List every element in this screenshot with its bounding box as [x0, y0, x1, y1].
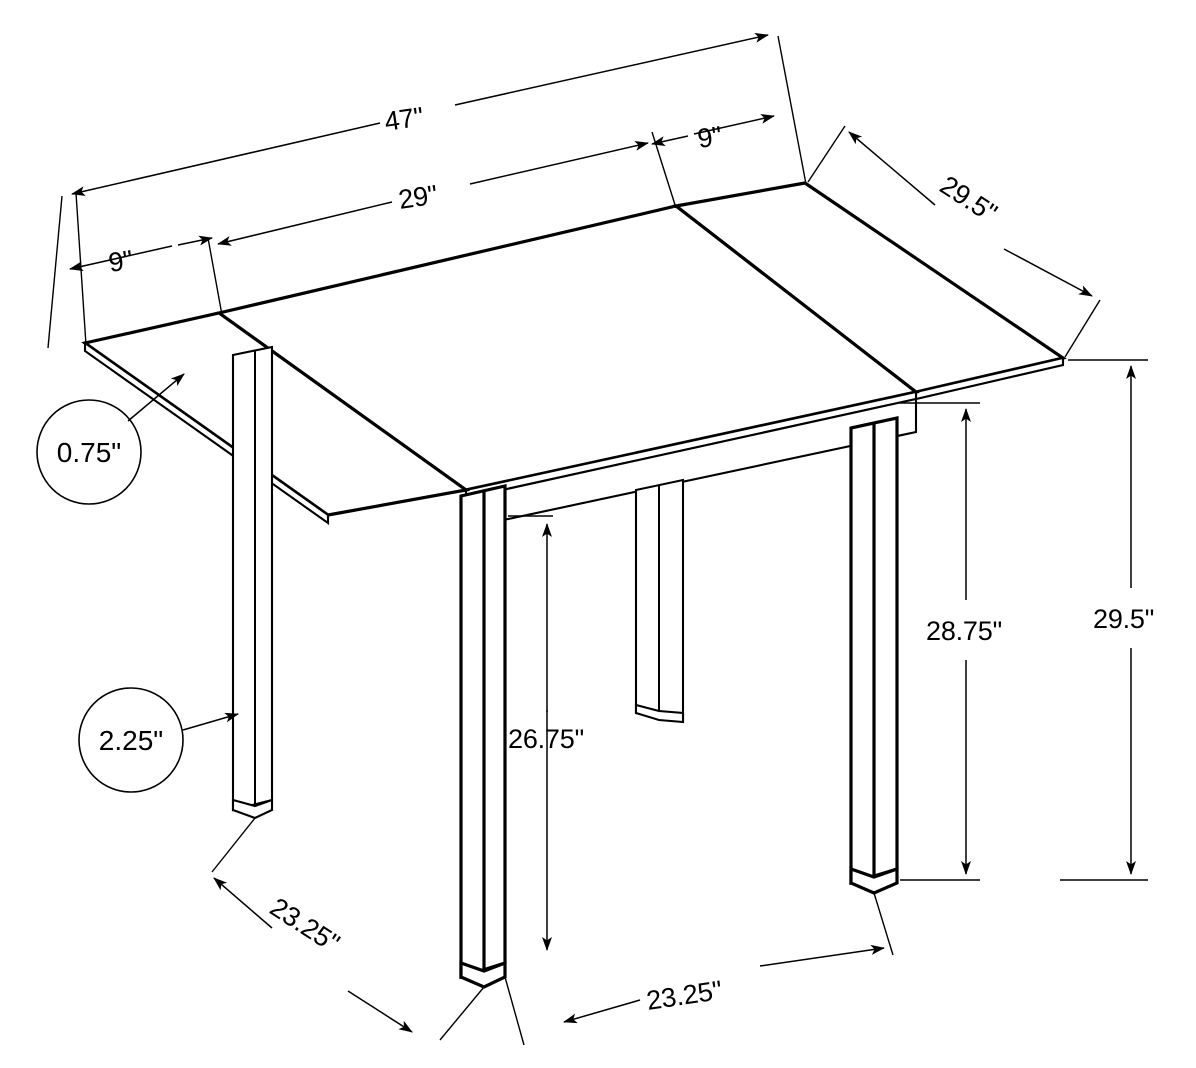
front-left-leg [459, 483, 507, 989]
front-right-leg [849, 416, 899, 895]
callout-top-thickness: 0.75" [36, 373, 185, 505]
dim-line-depth-b [1003, 248, 1093, 297]
dim-line-47-right [454, 32, 769, 106]
dim-label-left-leaf-width: 9" [106, 245, 134, 278]
dim-apron-clearance: 26.75" [508, 515, 584, 951]
dim-line-9-left-b [177, 235, 213, 246]
dim-overall-width: 47" [47, 32, 807, 349]
dim-line-47-left [71, 122, 381, 196]
dim-leg-span-width: 23.25" [504, 892, 894, 1046]
back-left-leg [231, 345, 274, 820]
back-left-leg-face [231, 345, 274, 812]
ext-line-left-29 [75, 192, 87, 346]
table-assembly [81, 181, 1067, 989]
dim-line-29-left [217, 201, 393, 246]
callout-label-thickness: 0.75" [57, 437, 121, 468]
main-table-top [215, 204, 920, 500]
dim-label-overall-width: 47" [382, 101, 425, 136]
callout-label-leg-thickness: 2.25" [99, 725, 163, 756]
dim-label-leg-span-depth: 23.25" [265, 892, 345, 959]
thickness-leader-line [127, 373, 185, 422]
dim-leg-height: 28.75" [900, 402, 1002, 881]
ext-line-left-leaf [207, 237, 223, 316]
dim-line-9-right-b [651, 135, 689, 147]
back-right-leg [634, 478, 685, 724]
dim-leg-span-depth: 23.25" [211, 817, 485, 1041]
leg-thickness-leader-line [182, 712, 239, 731]
ext-line-depth-top [807, 125, 846, 183]
dim-label-right-leaf-width: 9" [695, 121, 723, 154]
dim-line-29-right [469, 141, 649, 185]
dim-line-span-depth-up [213, 877, 273, 929]
thickness-callout-circle [36, 399, 142, 505]
dim-line-span-depth-down [347, 990, 413, 1033]
dim-line-depth-a [848, 131, 936, 206]
dim-label-leg-height: 28.75" [926, 616, 1002, 646]
callout-leg-thickness: 2.25" [78, 687, 239, 793]
ext-line-depth-bot [1064, 299, 1101, 358]
ext-line-span-depth-a [211, 817, 256, 873]
dim-line-span-width-right [759, 944, 885, 967]
leg-thickness-callout-circle [78, 687, 184, 793]
dim-label-leg-span-width: 23.25" [644, 975, 724, 1016]
dim-label-overall-height: 29.5" [1093, 604, 1154, 634]
ext-line-span-width-a [504, 976, 525, 1046]
dim-right-leaf-width: 9" [651, 113, 775, 154]
back-right-leg-bottom [634, 703, 685, 724]
dim-line-9-right-a [693, 113, 775, 135]
dimension-annotations: 47" 29" 9" 9" 29.5" [36, 32, 1154, 1046]
ext-line-right-47 [777, 35, 807, 185]
dim-left-leaf-width: 9" [69, 235, 223, 316]
dim-label-top-depth: 29.5" [935, 170, 1003, 228]
dim-overall-height: 29.5" [1060, 359, 1154, 881]
ext-line-left-47 [47, 195, 63, 349]
dim-line-span-width-left [563, 999, 641, 1024]
dim-line-9-left-a [69, 245, 173, 272]
dim-label-apron-clearance: 26.75" [508, 724, 584, 754]
ext-line-span-depth-b [439, 986, 485, 1041]
dim-label-main-top-width: 29" [396, 179, 439, 214]
ext-line-span-width-b [873, 892, 894, 956]
